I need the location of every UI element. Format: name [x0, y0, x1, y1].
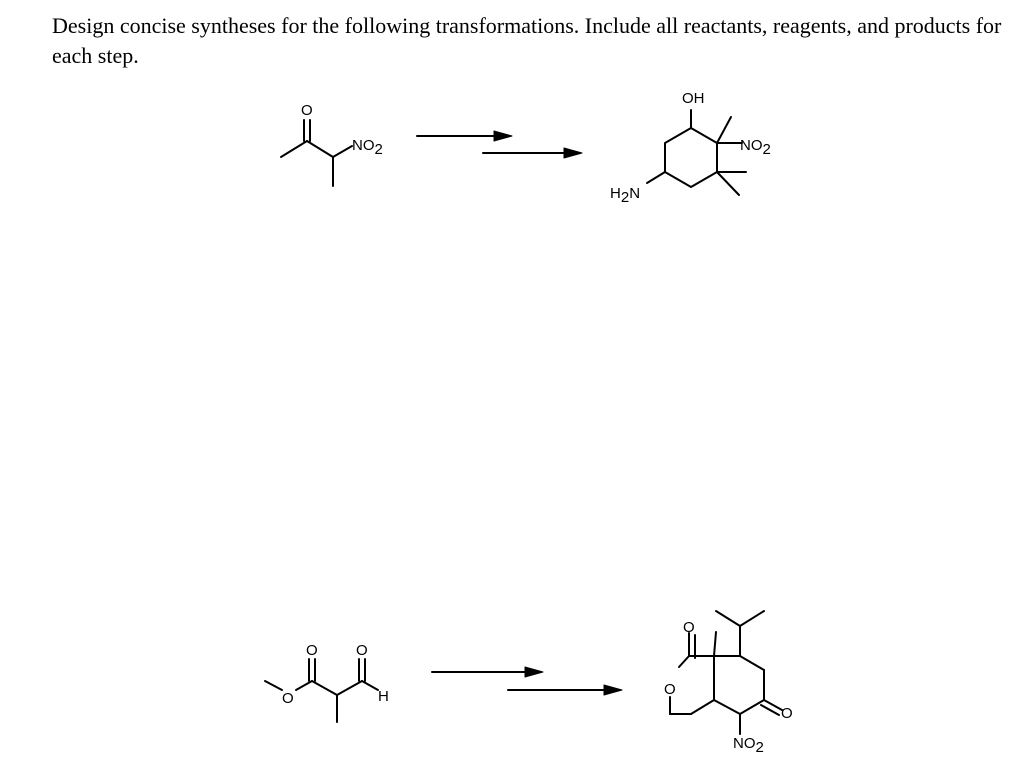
p2-prod-ring-o: O [664, 681, 676, 698]
problem-2-product: O O O NO2 [664, 610, 793, 756]
p1-arrow-head-1 [493, 130, 513, 142]
p2-arrow-head-1 [524, 666, 544, 678]
p2-sm-ester-carbonyl-o: O [306, 642, 318, 659]
p1-sm-nitro-label: NO2 [352, 137, 383, 158]
problem-1-product: OH NO2 H2N [610, 90, 771, 206]
p2-prod-nitro-label: NO2 [733, 735, 764, 756]
problem-1-starting-material: O NO2 [280, 102, 383, 187]
problem-1-arrows [416, 130, 583, 159]
problem-2: O O O H O [264, 610, 793, 756]
p2-sm-ester-o: O [282, 690, 294, 707]
problem-2-starting-material: O O O H [264, 642, 389, 723]
problem-1: O NO2 OH NO2 H2N [280, 90, 771, 206]
question-instructions: Design concise syntheses for the followi… [52, 13, 1002, 68]
p2-prod-lactone-o: O [683, 619, 695, 636]
p1-prod-nitro-label: NO2 [740, 137, 771, 158]
p2-arrow-head-2 [603, 684, 623, 696]
problem-2-arrows [431, 666, 623, 696]
p2-sm-aldehyde-h: H [378, 688, 389, 705]
p1-prod-hydroxyl: OH [682, 90, 705, 107]
p1-sm-carbonyl-o: O [301, 102, 313, 119]
p1-arrow-head-2 [563, 147, 583, 159]
p1-prod-amine-label: H2N [610, 185, 640, 206]
p2-prod-ketone-o: O [781, 705, 793, 722]
p2-sm-aldehyde-o: O [356, 642, 368, 659]
